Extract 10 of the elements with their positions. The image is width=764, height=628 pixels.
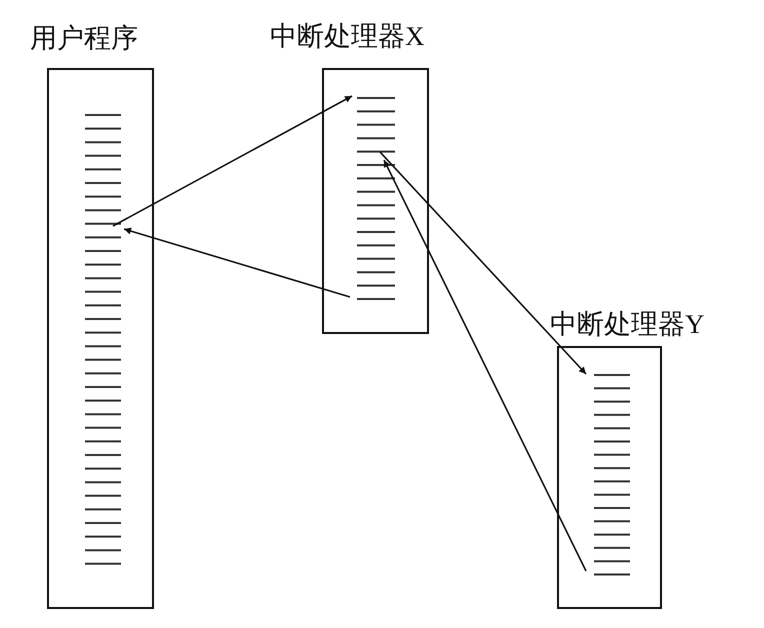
arrow (379, 151, 587, 375)
program-block (322, 68, 429, 334)
program-block (47, 68, 154, 609)
block-heading: 中断处理器Y (550, 308, 704, 340)
block-heading: 中断处理器X (270, 20, 424, 52)
arrow (383, 160, 587, 572)
block-heading: 用户程序 (30, 22, 138, 54)
program-block (557, 346, 662, 609)
arrow (112, 95, 352, 227)
arrow (124, 228, 350, 298)
